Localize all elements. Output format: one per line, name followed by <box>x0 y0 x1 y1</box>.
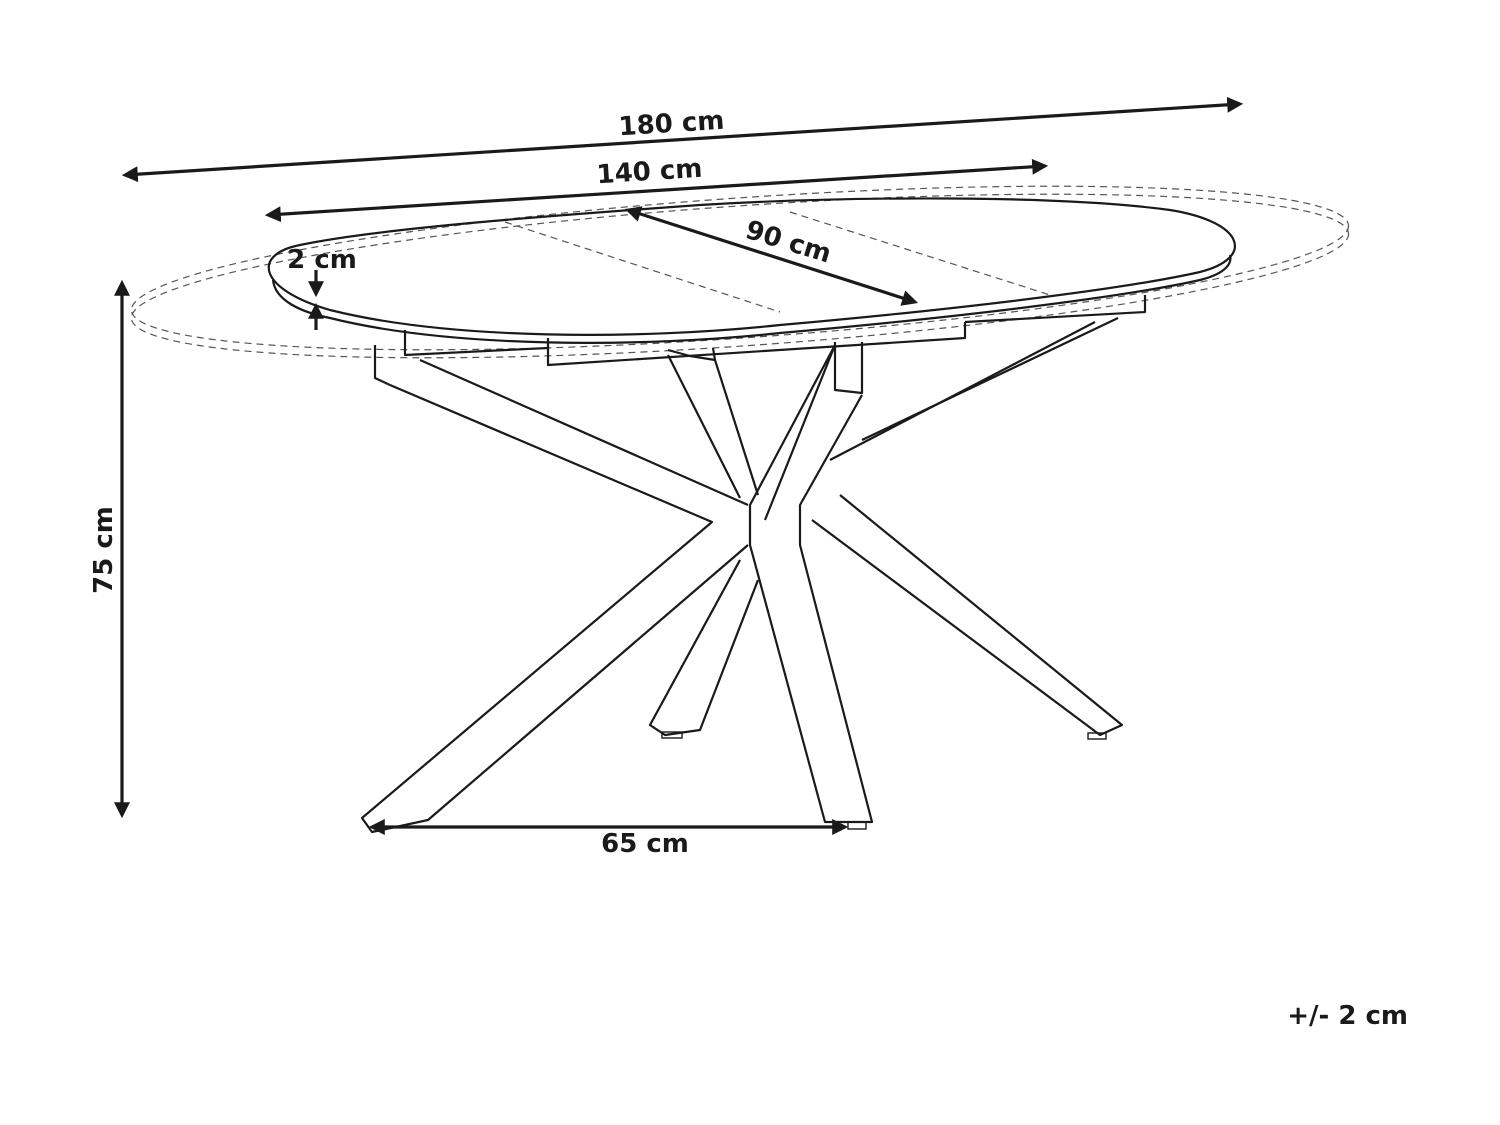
label-height: 75 cm <box>89 506 119 594</box>
dim-line-width <box>624 206 919 306</box>
table-legs <box>360 317 1124 834</box>
label-tolerance: +/- 2 cm <box>1287 1001 1408 1031</box>
dim-line-base-length <box>264 158 1049 223</box>
label-leg-span: 65 cm <box>601 829 689 859</box>
label-extended-length: 180 cm <box>618 106 726 143</box>
label-top-thickness: 2 cm <box>287 245 357 275</box>
label-base-length: 140 cm <box>596 154 704 191</box>
